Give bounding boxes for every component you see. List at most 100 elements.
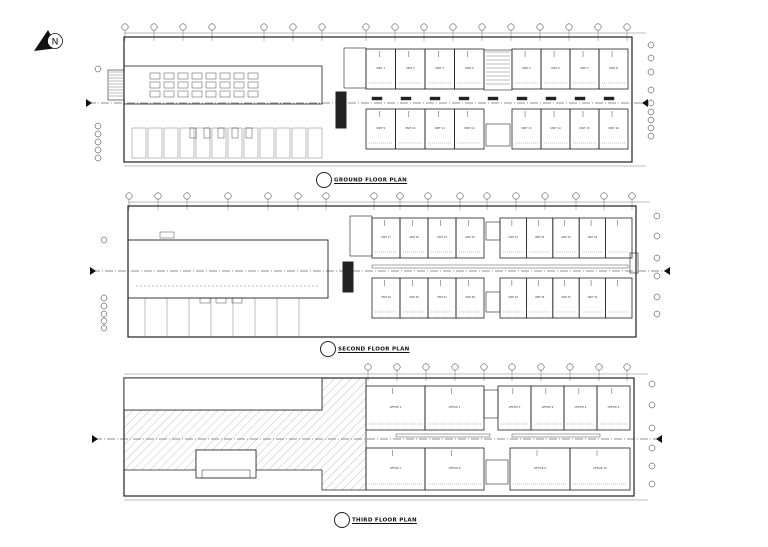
grid-bubble-icon <box>94 122 102 130</box>
grid-bubble-icon <box>572 192 580 200</box>
grid-bubble-icon <box>508 363 516 371</box>
unit-room <box>598 108 629 150</box>
unit-label: UNIT 2 <box>406 66 415 70</box>
grid-bubble-icon <box>512 192 520 200</box>
unit-label: UNIT 31 <box>561 296 571 299</box>
upper-roof-block <box>123 377 323 411</box>
seating-block <box>191 90 203 98</box>
unit-label: UNIT 4 <box>465 66 474 70</box>
grid-bubble-icon <box>451 363 459 371</box>
unit-label: UNIT 7 <box>580 66 589 70</box>
parking-bay <box>163 127 179 159</box>
grid-bubble-icon <box>594 23 602 31</box>
parking-bay <box>259 127 275 159</box>
unit-label: UNIT 6 <box>551 66 560 70</box>
parking-bay <box>291 127 307 159</box>
seating-block <box>219 90 231 98</box>
grid-bubble-icon <box>653 310 661 318</box>
seating-block <box>231 127 239 139</box>
seating-block <box>177 81 189 89</box>
counter <box>159 231 175 239</box>
grid-bubble-icon <box>318 23 326 31</box>
grid-bubble-icon <box>648 424 656 432</box>
seating-block <box>205 81 217 89</box>
third-floor-title: THIRD FLOOR PLAN <box>352 517 417 524</box>
building-outline <box>127 205 637 338</box>
seating-block <box>199 297 211 304</box>
grid-bubble-icon <box>565 23 573 31</box>
seating-block <box>177 72 189 80</box>
second-floor-title-block: SECOND FLOOR PLAN <box>320 341 410 357</box>
parking-bay <box>147 127 163 159</box>
unit-label: UNIT 19 <box>437 236 447 239</box>
unit-label: OFFICE 3 <box>509 405 521 409</box>
grid-bubble-icon <box>264 192 272 200</box>
grid-bubble-icon <box>94 146 102 154</box>
seating-block <box>191 81 203 89</box>
end-stair <box>629 252 639 274</box>
unit-label: UNIT 1 <box>376 66 385 70</box>
unit-label: UNIT 26 <box>409 296 419 299</box>
unit-label: UNIT 25 <box>381 296 391 299</box>
grid-bubble-icon <box>647 116 655 124</box>
parking-bay <box>227 127 243 159</box>
seating-block <box>149 90 161 98</box>
north-arrow-icon: N <box>34 30 63 51</box>
unit-label: UNIT 13 <box>521 126 532 130</box>
grid-bubble-icon <box>507 23 515 31</box>
grid-bubble-icon <box>100 302 108 310</box>
seating-block <box>163 72 175 80</box>
grid-bubble-icon <box>179 23 187 31</box>
grid-bubble-icon <box>623 23 631 31</box>
unit-label: UNIT 28 <box>465 296 475 299</box>
grid-bubble-icon <box>94 65 102 73</box>
grid-bubble-icon <box>100 236 108 244</box>
grid-bubble-icon <box>483 192 491 200</box>
title-bubble-icon <box>334 512 350 528</box>
grid-bubble-icon <box>322 192 330 200</box>
grid-bubble-icon <box>422 363 430 371</box>
unit-room <box>455 217 485 259</box>
unit-label: UNIT 16 <box>608 126 619 130</box>
service-room <box>349 215 373 257</box>
corridor-bench <box>603 96 615 101</box>
seating-block <box>247 81 259 89</box>
unit-label: OFFICE 1 <box>390 405 402 409</box>
corridor-bench <box>400 96 412 101</box>
grid-bubble-icon <box>647 41 655 49</box>
corridor-bench <box>516 96 528 101</box>
grid-bubble-icon <box>647 108 655 116</box>
unit-label: UNIT 30 <box>535 296 545 299</box>
seating-block <box>205 90 217 98</box>
service-room <box>485 459 509 485</box>
grid-bubble-icon <box>456 192 464 200</box>
seating-block <box>203 127 211 139</box>
corridor-bench <box>458 96 470 101</box>
seating-block <box>247 90 259 98</box>
corridor-rail <box>371 264 629 269</box>
grid-bubble-icon <box>125 192 133 200</box>
unit-label: UNIT 15 <box>579 126 590 130</box>
unit-label: UNIT 24 <box>588 236 598 239</box>
grid-bubble-icon <box>478 23 486 31</box>
unit-label: OFFICE 2 <box>449 405 461 409</box>
unit-room <box>598 48 629 90</box>
corridor-bench <box>574 96 586 101</box>
stair-landing <box>201 469 251 479</box>
unit-label: OFFICE 10 <box>593 466 607 470</box>
service-room <box>485 221 501 241</box>
grid-bubble-icon <box>150 23 158 31</box>
seating-block <box>149 72 161 80</box>
grid-bubble-icon <box>648 380 656 388</box>
grid-bubble-icon <box>537 363 545 371</box>
grid-bubble-icon <box>362 23 370 31</box>
grid-bubble-icon <box>393 363 401 371</box>
stair-hall <box>195 449 257 479</box>
title-bubble-icon <box>320 341 336 357</box>
section-marker-icon <box>90 267 96 275</box>
corridor-bench <box>545 96 557 101</box>
grid-bubble-icon <box>396 192 404 200</box>
unit-label: UNIT 9 <box>376 126 385 130</box>
